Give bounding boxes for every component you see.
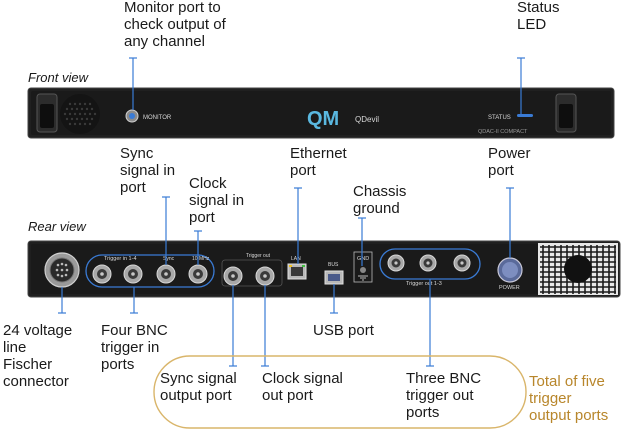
monitor-text: MONITOR bbox=[143, 115, 172, 121]
bnc-out-label: Three BNC trigger out ports bbox=[406, 370, 482, 421]
sync-out-label: Sync signal output port bbox=[160, 370, 237, 404]
trigger-out-13-text: Trigger out 1-3 bbox=[406, 281, 442, 287]
ethernet-port-icon bbox=[287, 263, 307, 280]
usb-port-icon bbox=[324, 270, 344, 285]
power-port-label: Power port bbox=[488, 145, 531, 179]
bnc-clock-in-port bbox=[188, 264, 208, 284]
rear-callouts bbox=[58, 187, 514, 367]
bnc-out-port-1 bbox=[387, 254, 405, 272]
sync-text: Sync bbox=[163, 256, 175, 262]
bnc-in-ports bbox=[92, 264, 208, 284]
qdevil-brand: QDevil bbox=[355, 115, 379, 124]
rear-panel: Trigger in 1-4 Sync 10 MHz Trigger out L… bbox=[27, 240, 621, 298]
bnc-sync-out-port bbox=[223, 266, 243, 286]
bnc-in-port-2 bbox=[123, 264, 143, 284]
bnc-clock-out-port bbox=[255, 266, 275, 286]
usb-label: USB port bbox=[313, 322, 374, 339]
bnc-out-port-3 bbox=[453, 254, 471, 272]
bnc-out-port-2 bbox=[419, 254, 437, 272]
front-callouts bbox=[129, 57, 525, 115]
fan-grill bbox=[538, 243, 618, 295]
qm-logo: QM bbox=[307, 108, 339, 130]
power-port-icon bbox=[497, 257, 523, 283]
rear-view-label: Rear view bbox=[28, 219, 86, 234]
model-text: QDAC-II COMPACT bbox=[478, 129, 528, 135]
clock-out-label: Clock signal out port bbox=[262, 370, 343, 404]
total-output-bracket bbox=[153, 355, 527, 429]
trigger-out-text: Trigger out bbox=[246, 253, 271, 259]
bus-text: BUS bbox=[328, 262, 339, 268]
total-trigger-label: Total of five trigger output ports bbox=[529, 373, 609, 424]
ground-terminal-icon bbox=[358, 267, 368, 281]
fischer-connector-icon bbox=[44, 252, 80, 288]
vent-grill bbox=[60, 94, 100, 134]
trigger-in-group bbox=[85, 254, 215, 288]
lan-text: LAN bbox=[291, 256, 301, 262]
front-panel: MONITOR QM QDevil STATUS QDAC-II COMPACT bbox=[27, 87, 615, 139]
chassis-ground-label: Chassis ground bbox=[353, 183, 407, 217]
status-led-icon bbox=[517, 114, 533, 117]
trigger-in-text: Trigger in 1-4 bbox=[104, 256, 137, 262]
power-text: POWER bbox=[499, 285, 520, 291]
gnd-text: GND bbox=[357, 256, 369, 262]
ethernet-label: Ethernet port bbox=[290, 145, 347, 179]
clk-text: 10 MHz bbox=[192, 256, 210, 262]
monitor-port-label: Monitor port to check output of any chan… bbox=[124, 0, 226, 50]
front-view-label: Front view bbox=[28, 70, 88, 85]
clock-in-label: Clock signal in port bbox=[189, 175, 245, 226]
bnc-in-label: Four BNC trigger in ports bbox=[101, 322, 168, 373]
bnc-sync-in-port bbox=[156, 264, 176, 284]
bnc-in-port-1 bbox=[92, 264, 112, 284]
sync-in-label: Sync signal in port bbox=[120, 145, 176, 196]
fischer-label: 24 voltage line Fischer connector bbox=[3, 322, 73, 390]
status-led-label: Status LED bbox=[517, 0, 560, 33]
status-text: STATUS bbox=[488, 115, 511, 121]
